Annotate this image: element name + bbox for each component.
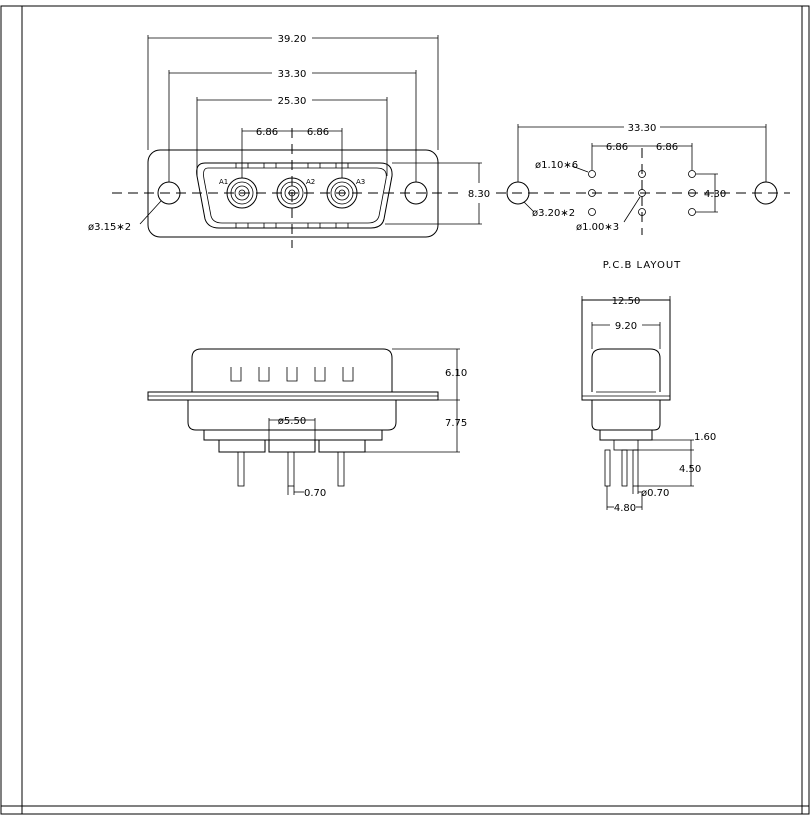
dim-mount-spacing: 33.30 <box>278 69 307 80</box>
end-view: 12.50 9.20 1.60 4.50 ø0.70 4.80 <box>581 296 716 514</box>
side-contact-left <box>218 439 266 453</box>
mount-hole-callout: ø3.15∗2 <box>88 222 131 233</box>
dim-pitch-right: 6.86 <box>307 127 329 138</box>
end-flange <box>581 299 671 401</box>
pcb-dim-pitch-right: 6.86 <box>656 142 678 153</box>
pcb-dim-pitch-left: 6.86 <box>606 142 628 153</box>
pin-label-a1: A1 <box>219 178 228 186</box>
end-dim-pin-spacing: 4.80 <box>614 503 636 514</box>
side-contact-mid <box>268 439 316 453</box>
dim-pitch-left: 6.86 <box>256 127 278 138</box>
end-dim-standoff: 1.60 <box>694 432 716 443</box>
pcb-layout-title: P.C.B LAYOUT <box>603 260 682 271</box>
dim-height: 8.30 <box>468 189 490 200</box>
pcb-layout: 33.30 6.86 6.86 4.30 ø1.10∗6 ø3.20∗2 ø1.… <box>496 123 790 271</box>
side-contact-right <box>318 439 366 453</box>
front-view: A1 A2 A3 39.20 33.30 25.30 6.86 6.86 8.3… <box>88 34 490 248</box>
dim-pin-dia: 0.70 <box>304 488 326 499</box>
end-dim-shell-width: 9.20 <box>615 321 637 332</box>
pcb-pin-holes-callout: ø1.00∗3 <box>576 222 619 233</box>
dim-shell-height: 6.10 <box>445 368 467 379</box>
dim-overall-width: 39.20 <box>278 34 307 45</box>
front-d-shell-inner <box>203 167 387 224</box>
end-base <box>599 429 653 441</box>
pcb-dim-height: 4.30 <box>704 189 726 200</box>
pin-label-a3: A3 <box>356 178 365 186</box>
drawing-border <box>0 5 810 815</box>
side-shell <box>191 348 393 392</box>
front-flange <box>147 149 439 238</box>
end-shell <box>591 348 661 392</box>
end-dim-pin-dia: ø0.70 <box>641 488 669 499</box>
pcb-mount-holes-callout: ø3.20∗2 <box>532 208 575 219</box>
end-dim-flange-width: 12.50 <box>612 296 641 307</box>
dim-body-height: 7.75 <box>445 418 467 429</box>
side-view: 6.10 7.75 ø5.50 0.70 <box>147 348 467 499</box>
dim-shell-width: 25.30 <box>278 96 307 107</box>
front-contact-a2 <box>276 177 308 209</box>
pin-label-a2: A2 <box>306 178 315 186</box>
dim-contact-dia: ø5.50 <box>278 416 306 427</box>
end-dim-pin-length: 4.50 <box>679 464 701 475</box>
side-base <box>203 429 383 441</box>
pcb-small-holes-callout: ø1.10∗6 <box>535 160 578 171</box>
side-slots <box>230 367 354 382</box>
front-d-shell-outer <box>196 162 393 229</box>
pcb-dim-spacing: 33.30 <box>628 123 657 134</box>
end-body <box>591 400 661 431</box>
